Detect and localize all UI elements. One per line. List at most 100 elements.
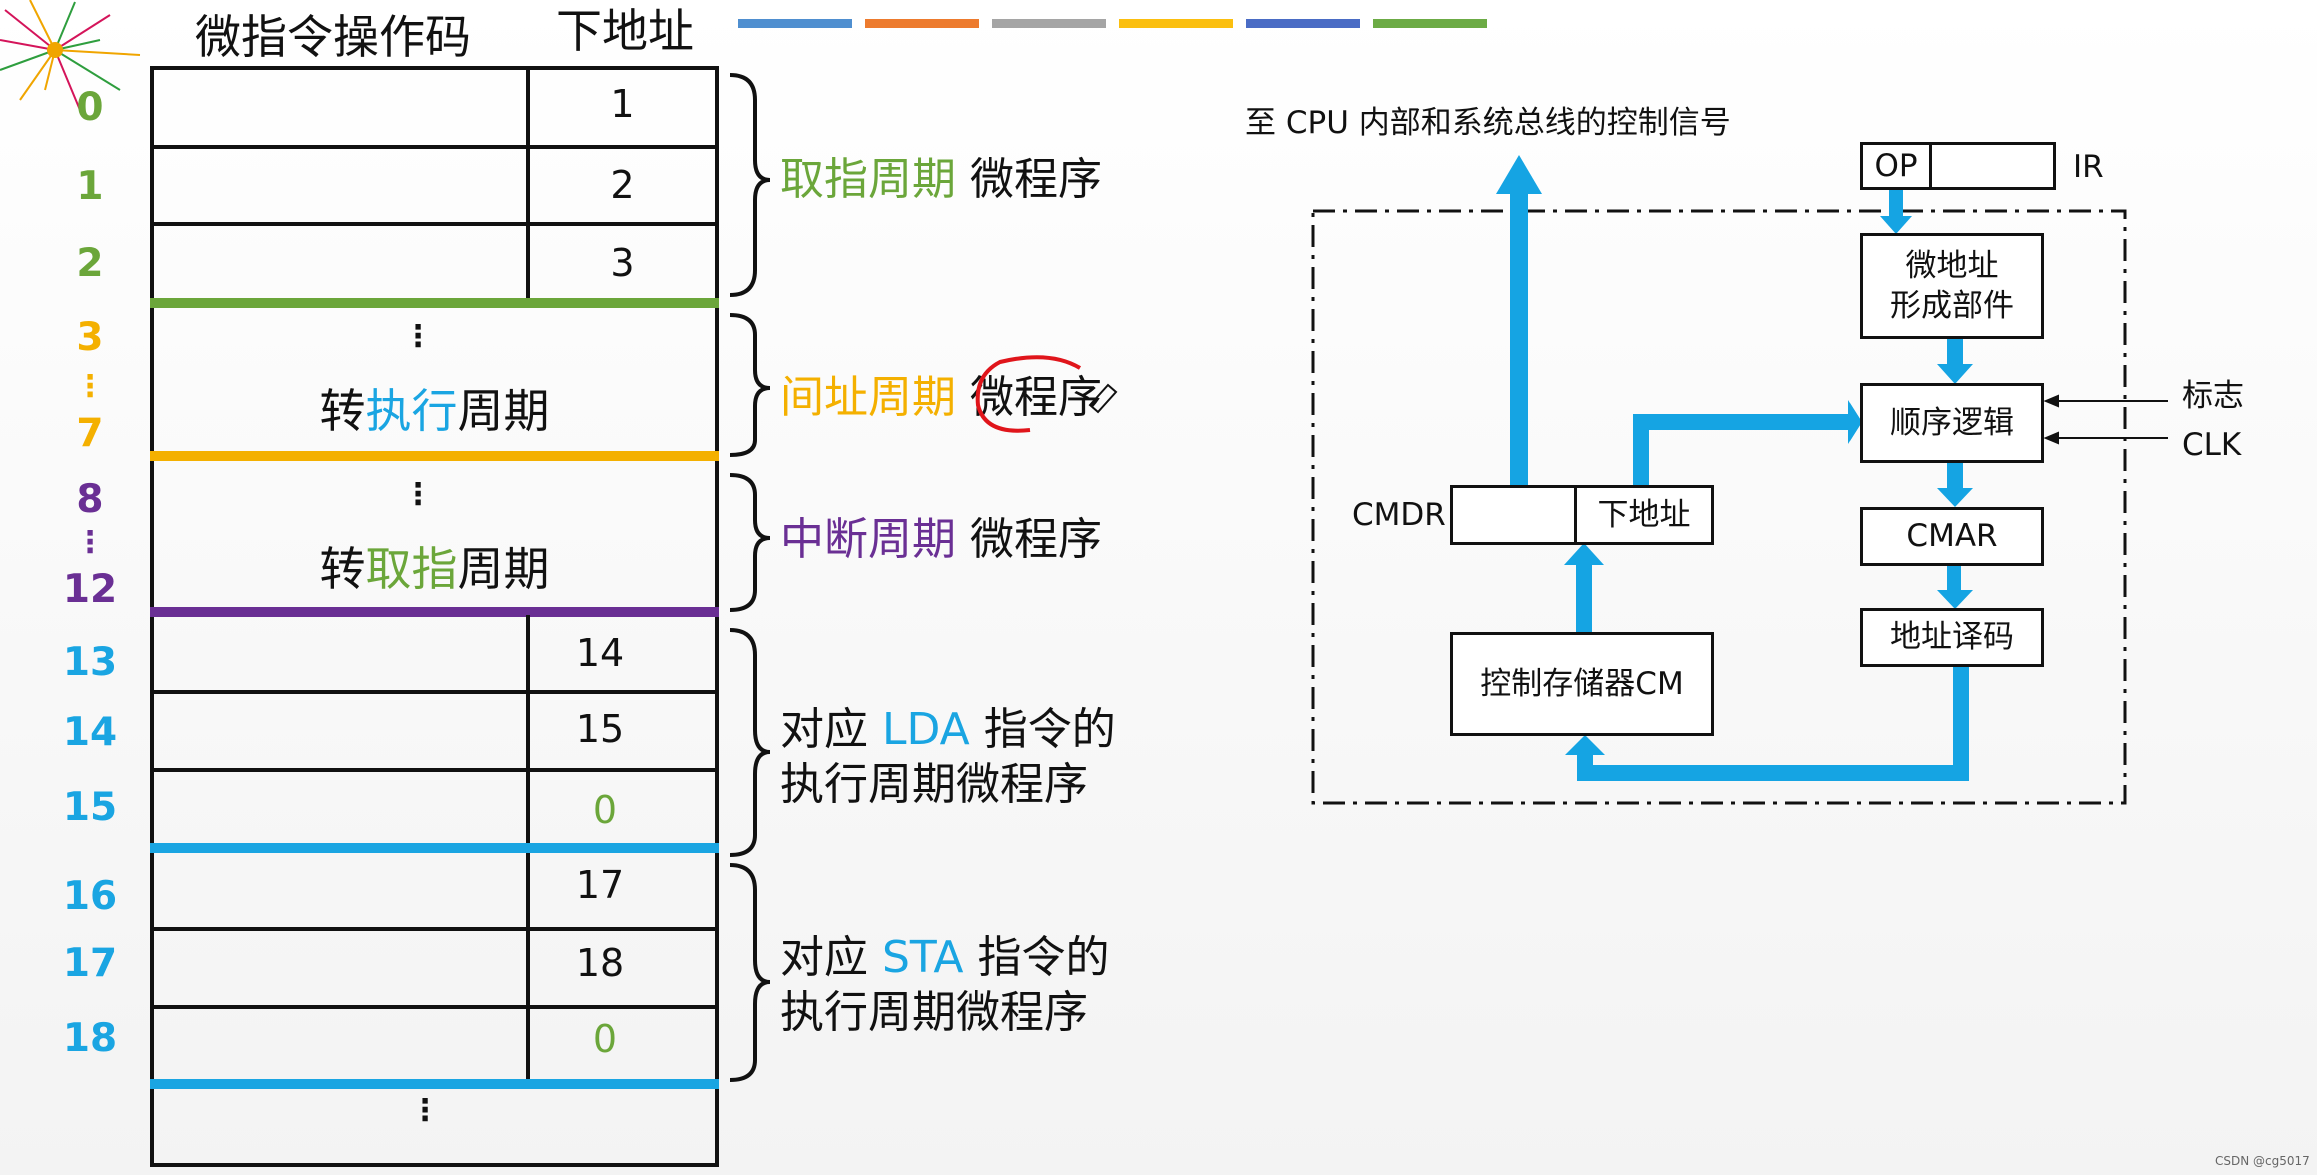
interrupt-block-highlight: 取指 [365,542,458,596]
vdots-interrupt-block: ⋮ [403,477,433,512]
address-vdots-indirect: ⋮ [75,369,105,404]
sequence-logic: 顺序逻辑 [1860,383,2044,463]
address-15: 15 [62,785,118,830]
column-divider-sta [526,853,530,1081]
next-address-r16: 17 [575,863,625,907]
control-unit-boundary [1311,209,2127,805]
address-1: 1 [76,164,104,209]
annotation-lda: 对应 LDA 指令的 执行周期微程序 [780,702,1116,812]
address-12: 12 [62,567,118,612]
indirect-block-text: 转执行周期 [150,388,719,434]
micro-address-generator-line2: 形成部件 [1890,288,2014,324]
row-line [150,1005,719,1009]
cmdr-register [1450,485,1577,545]
ir-label: IR [2073,149,2104,185]
interrupt-block-pre: 转 [319,542,366,596]
annotation-indirect-colored: 间址周期 [780,372,956,423]
address-7: 7 [76,411,104,456]
row-line [150,768,719,772]
annotation-sta-pre: 对应 [780,932,882,983]
address-17: 17 [62,941,118,986]
annotation-indirect-rest: 微程序 [970,372,1102,423]
legend-bar-gray [992,19,1106,28]
next-address-r18: 0 [592,1017,618,1061]
annotation-interrupt-colored: 中断周期 [780,514,956,565]
control-memory: 控制存储器CM [1450,632,1714,736]
address-3: 3 [76,315,104,360]
row-line [150,927,719,931]
cmdr-next-address-field: 下地址 [1574,485,1714,545]
ir-register [1929,142,2056,190]
clk-input-label: CLK [2182,427,2242,463]
annotation-lda-post: 指令的 [969,704,1116,755]
watermark: CSDN @cg5017 [2215,1154,2310,1168]
separator-lda [150,843,719,853]
micro-address-generator-line1: 微地址 [1905,247,1999,284]
indirect-block-post: 周期 [457,384,550,438]
cmdr-label: CMDR [1352,497,1446,533]
annotation-indirect: 间址周期 微程序 [780,370,1102,425]
interrupt-block-text: 转取指周期 [150,546,719,592]
next-address-r14: 15 [575,707,625,751]
annotation-sta-post: 指令的 [963,932,1110,983]
fireworks-decoration [0,0,141,111]
cmar-register: CMAR [1860,507,2044,566]
indirect-block-pre: 转 [319,384,366,438]
indirect-block-highlight: 执行 [365,384,458,438]
control-signal-label: 至 CPU 内部和系统总线的控制信号 [1245,105,1731,141]
legend-bar-orange [865,19,979,28]
annotation-interrupt-rest: 微程序 [956,514,1102,565]
annotation-lda-line1: 对应 LDA 指令的 [780,702,1116,757]
interrupt-block-post: 周期 [457,542,550,596]
next-address-r1: 2 [610,163,635,207]
header-next-address: 下地址 [556,4,694,58]
next-address-r15: 0 [592,788,618,832]
header-opcode: 微指令操作码 [195,10,471,64]
address-0: 0 [76,85,104,130]
address-16: 16 [62,874,118,919]
address-13: 13 [62,640,118,685]
address-vdots-interrupt: ⋮ [75,525,105,560]
annotation-sta-line1: 对应 STA 指令的 [780,930,1110,985]
row-line [150,222,719,226]
legend-bar-blue [738,19,852,28]
legend-bar-yellow [1119,19,1233,28]
flag-input-label: 标志 [2182,378,2244,414]
separator-fetch [150,298,719,308]
vdots-indirect-block: ⋮ [403,319,433,354]
column-divider-lda [526,615,530,845]
next-address-r0: 1 [610,82,635,126]
vdots-bottom: ⋮ [410,1093,440,1128]
annotation-lda-line2: 执行周期微程序 [780,759,1088,810]
ir-op-field: OP [1860,142,1932,190]
annotation-lda-colored: LDA [882,704,970,755]
separator-interrupt [150,607,719,617]
annotation-sta: 对应 STA 指令的 执行周期微程序 [780,930,1110,1040]
legend-bar-navy [1246,19,1360,28]
annotation-lda-pre: 对应 [780,704,882,755]
annotation-interrupt: 中断周期 微程序 [780,512,1102,567]
micro-address-generator: 微地址 形成部件 [1860,233,2044,339]
annotation-sta-line2: 执行周期微程序 [780,987,1088,1038]
annotation-fetch-colored: 取指周期 [780,154,956,205]
next-address-r2: 3 [610,241,635,285]
annotation-sta-colored: STA [882,932,964,983]
address-decoder: 地址译码 [1860,608,2044,667]
row-line [150,690,719,694]
annotation-fetch: 取指周期 微程序 [780,152,1102,207]
row-line [150,145,719,149]
column-divider-fetch [526,66,530,300]
legend-bar-green [1373,19,1487,28]
handwritten-circle-mark [975,355,1118,433]
annotation-fetch-rest: 微程序 [956,154,1102,205]
braces [729,73,771,1082]
separator-sta [150,1079,719,1089]
next-address-r17: 18 [575,941,625,985]
address-18: 18 [62,1016,118,1061]
next-address-r13: 14 [575,631,625,675]
address-8: 8 [76,477,104,522]
address-2: 2 [76,241,104,286]
separator-indirect [150,451,719,461]
address-14: 14 [62,710,118,755]
